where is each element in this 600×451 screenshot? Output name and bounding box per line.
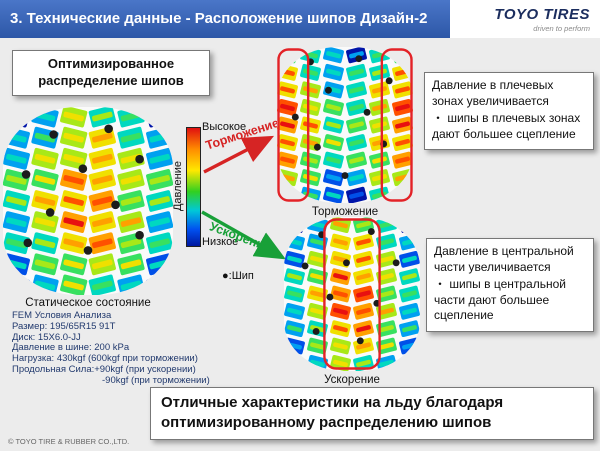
stud-dot <box>326 293 334 301</box>
fem-line: -90kgf (при торможении) <box>102 374 210 386</box>
stud-dot <box>291 113 299 121</box>
stud-dot <box>104 124 113 134</box>
stud-legend: ●:Шип <box>222 270 254 282</box>
pressure-axis-label: Давление <box>172 160 184 212</box>
stud-dot <box>363 108 371 116</box>
highlight-outline <box>277 48 310 202</box>
fem-line: Давление в шине: 200 kPa <box>12 342 130 354</box>
contact-patch-static <box>3 107 173 295</box>
fem-line: Нагрузка: 430kgf (600kgf при торможении) <box>12 353 198 365</box>
logo-brand-text: TOYO TIRES <box>494 5 590 23</box>
static-patch-label: Статическое состояние <box>25 297 151 309</box>
stud-dot <box>135 230 144 240</box>
tread-blocks <box>3 107 173 295</box>
stud-dot <box>23 238 33 248</box>
contact-patch-acceleration <box>284 217 420 371</box>
stud-dot <box>367 228 375 236</box>
stud-dot <box>135 154 144 164</box>
stud-dot <box>355 55 363 63</box>
optimized-distribution-text: Оптимизированное распределение шипов <box>38 56 184 88</box>
stud-dot <box>343 259 350 267</box>
stud-dot <box>83 246 93 255</box>
toyo-tires-logo: TOYO TIRES driven to perform <box>450 0 600 38</box>
logo-tagline: driven to perform <box>533 23 590 33</box>
stud-dot <box>301 262 309 270</box>
slide-header: 3. Технические данные - Расположение шип… <box>0 0 600 38</box>
stud-dot <box>313 143 321 151</box>
braking-note-line1: Давление в плечевых зонах увеличивается <box>432 78 554 108</box>
fem-line: Размер: 195/65R15 91T <box>12 320 116 332</box>
colorbar-high-label: Высокое <box>202 121 247 133</box>
stud-dot <box>341 172 349 180</box>
conclusion-line1: Отличные характеристики на льду благодар… <box>161 394 504 411</box>
stud-dot <box>392 259 400 267</box>
braking-arrow <box>203 135 275 174</box>
stud-dot <box>356 337 364 345</box>
contact-patch-braking <box>277 47 413 203</box>
slide-title: 3. Технические данные - Расположение шип… <box>10 10 428 27</box>
stud-dot <box>78 164 88 173</box>
stud-dot <box>385 77 393 85</box>
fem-line: FEM Условия Анализа <box>12 310 112 321</box>
stud-dot <box>21 170 31 179</box>
stud-dot <box>111 200 120 210</box>
flow-arrows <box>201 135 286 260</box>
acceleration-arrow <box>201 210 286 260</box>
acceleration-patch-label: Ускорение <box>324 374 380 386</box>
stud-dot <box>312 327 320 335</box>
highlight-outline <box>380 48 413 202</box>
optimized-distribution-box: Оптимизированное распределение шипов <box>12 50 210 96</box>
fem-line: Диск: 15X6.0-JJ <box>12 331 81 343</box>
braking-note-line2: ・ шипы в плечевых зонах дают большее сце… <box>432 111 581 141</box>
stud-dot <box>324 86 332 94</box>
tread-blocks <box>277 47 413 203</box>
braking-note-box: Давление в плечевых зонах увеличивается … <box>424 72 594 151</box>
acceleration-note-box: Давление в центральной части увеличивает… <box>426 238 594 332</box>
conclusion-line2: оптимизированному распределению шипов <box>161 414 492 432</box>
stud-dot <box>49 130 58 139</box>
braking-patch-label: Торможение <box>311 206 379 218</box>
acceleration-note-line1: Давление в центральной части увеличивает… <box>434 244 574 274</box>
acceleration-note-line2: ・ шипы в центральной части дают большее … <box>434 277 566 323</box>
pressure-colorbar <box>186 127 201 247</box>
fem-conditions-block: FEM Условия Анализа Размер: 195/65R15 91… <box>12 310 210 387</box>
tread-blocks <box>284 217 420 371</box>
colorbar-low-label: Низкое <box>202 236 239 248</box>
highlight-outline <box>323 218 381 370</box>
stud-dot <box>45 208 55 217</box>
copyright-notice: © TOYO TIRE & RUBBER CO.,LTD. <box>8 437 130 446</box>
conclusion-box: Отличные характеристики на льду благодар… <box>150 387 594 440</box>
fem-line: Продольная Сила:+90kgf (при ускорении) <box>12 363 196 375</box>
